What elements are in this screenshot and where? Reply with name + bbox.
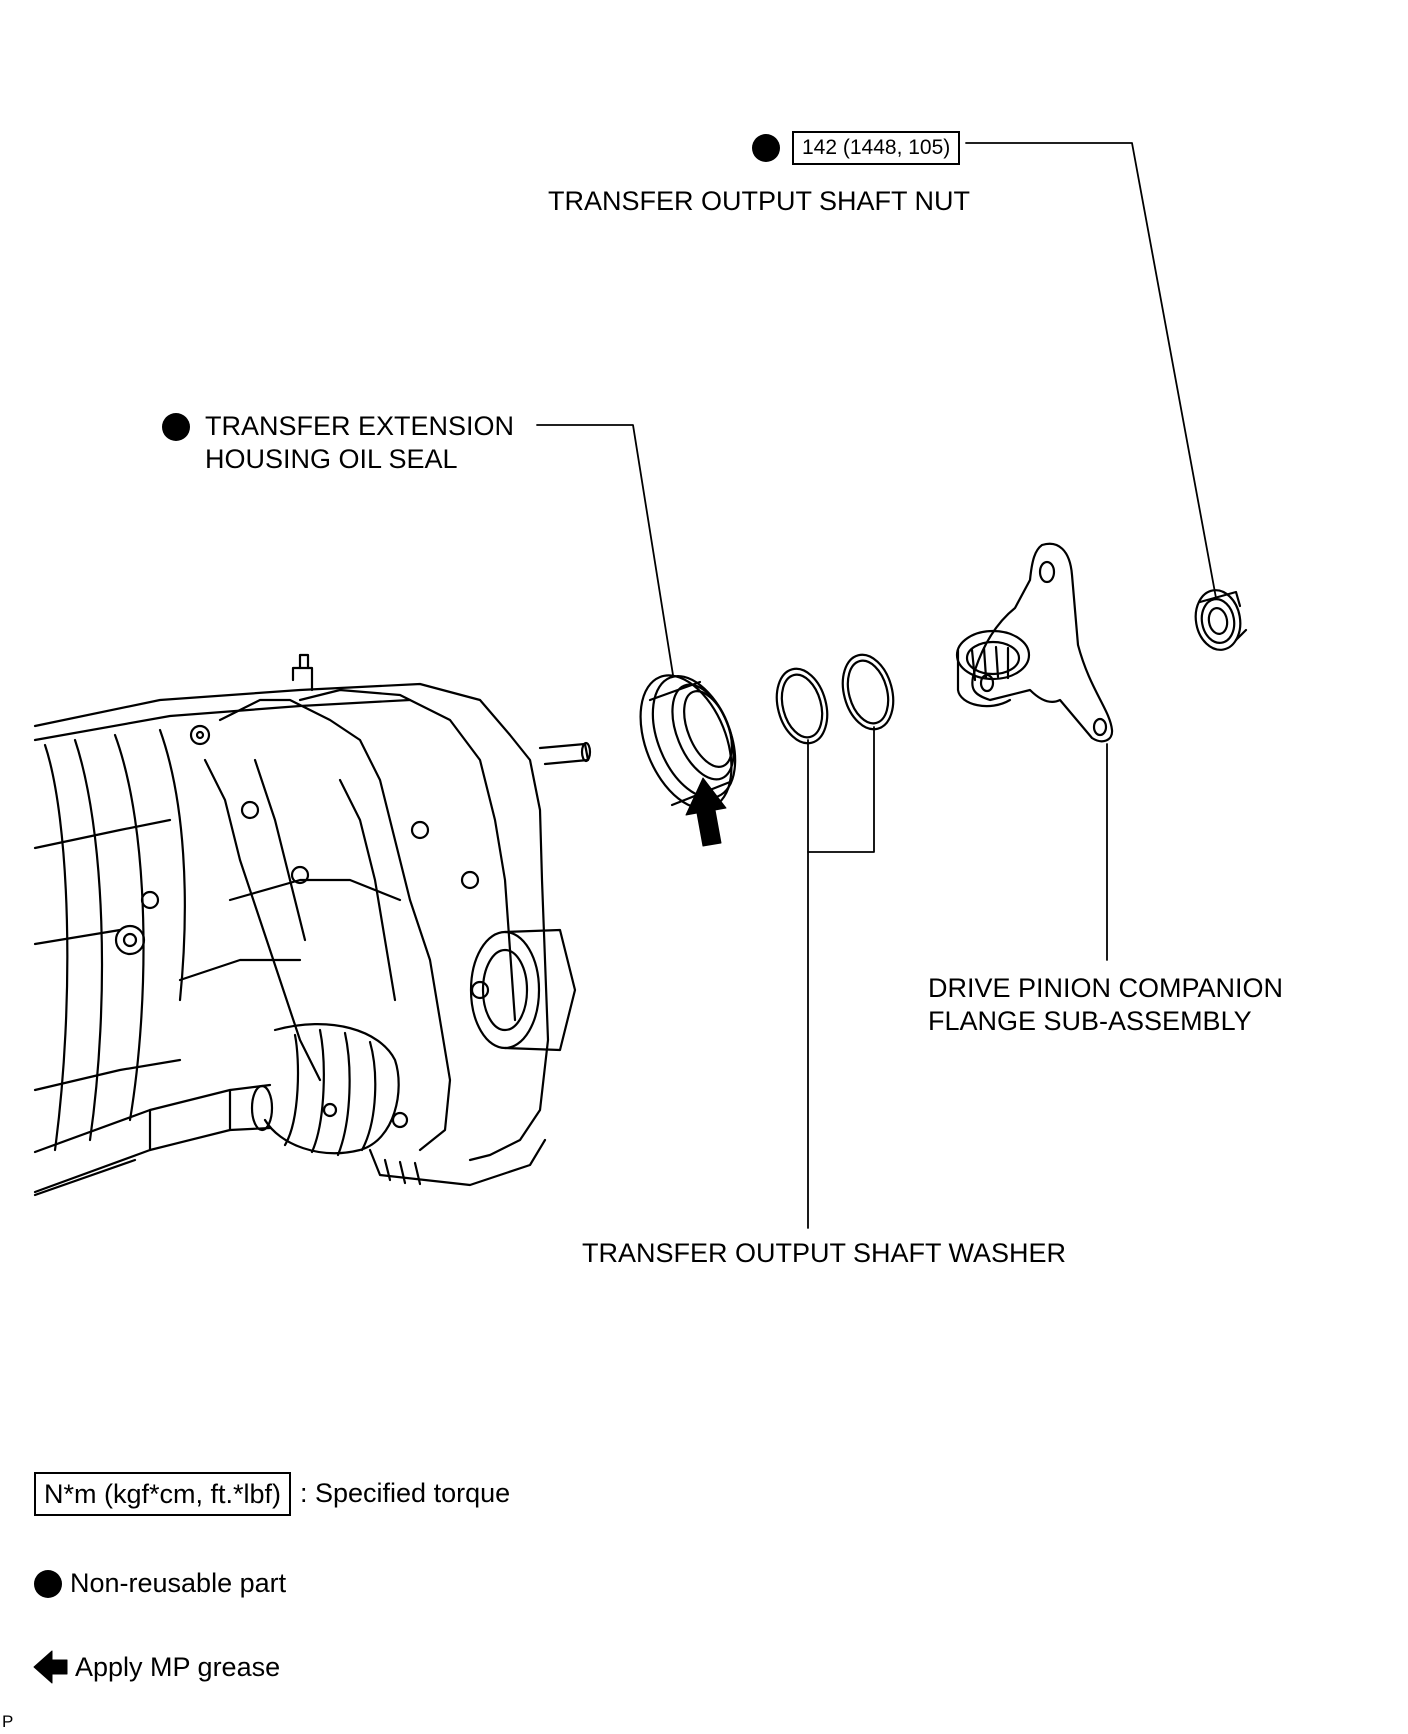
oil-seal-illustration <box>639 674 737 810</box>
output-shaft-nut-illustration <box>1194 589 1248 651</box>
left-arrow-icon <box>33 1650 68 1684</box>
legend-torque-desc: : Specified torque <box>300 1478 511 1508</box>
non-reusable-seal-icon <box>162 413 190 441</box>
legend-torque-unit-box: N*m (kgf*cm, ft.*lbf) <box>34 1472 292 1516</box>
transfer-assembly-illustration <box>33 653 592 1197</box>
washer-illustration <box>775 653 895 745</box>
oil-seal-label-line2: HOUSING OIL SEAL <box>205 444 458 474</box>
corner-mark: P <box>2 1712 14 1731</box>
companion-flange-illustration <box>955 542 1114 743</box>
legend-non-reusable: Non-reusable part <box>70 1568 287 1598</box>
non-reusable-nut-icon <box>752 134 780 162</box>
nut-torque-value: 142 (1448, 105) <box>792 131 961 165</box>
leader-lines <box>536 142 1217 1229</box>
oil-seal-label-line1: TRANSFER EXTENSION <box>205 411 515 441</box>
grease-arrow-icon <box>685 777 727 847</box>
washer-label: TRANSFER OUTPUT SHAFT WASHER <box>582 1238 1067 1268</box>
filled-circle-icon <box>34 1570 62 1598</box>
legend-grease: Apply MP grease <box>75 1652 281 1682</box>
flange-label-line1: DRIVE PINION COMPANION <box>928 973 1284 1003</box>
nut-label: TRANSFER OUTPUT SHAFT NUT <box>548 186 971 216</box>
flange-label-line2: FLANGE SUB-ASSEMBLY <box>928 1006 1252 1036</box>
